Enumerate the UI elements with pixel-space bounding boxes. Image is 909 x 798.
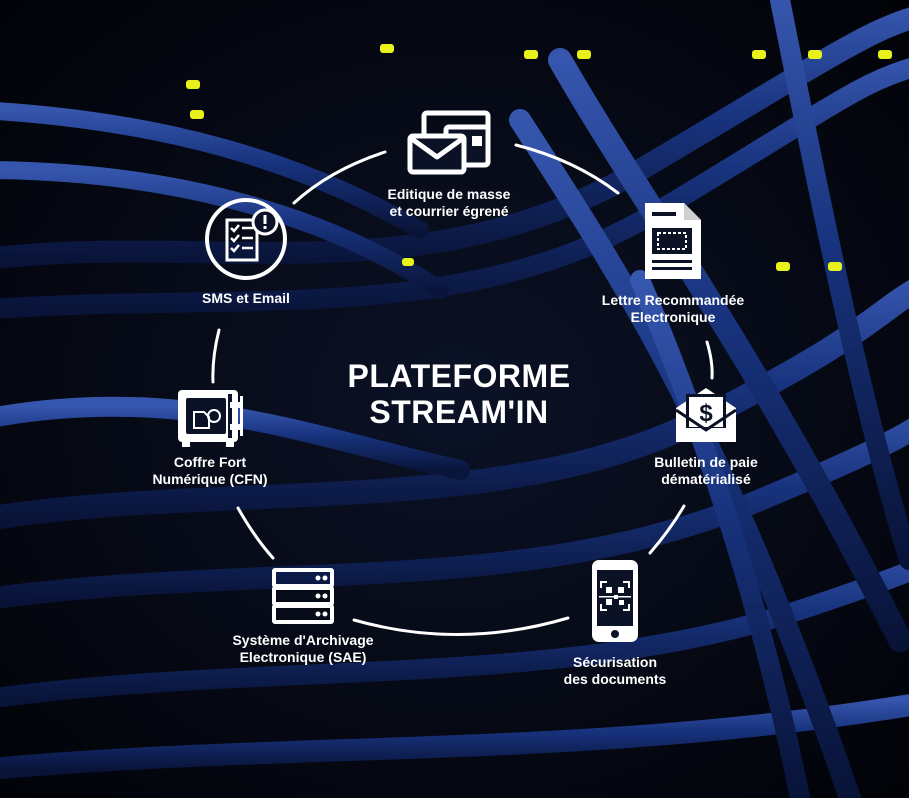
node-label: des documents <box>563 671 667 687</box>
node-label: et courrier égrené <box>389 203 509 219</box>
platform-title: PLATEFORME STREAM'IN <box>300 358 618 430</box>
node-label: Bulletin de paie <box>654 454 758 470</box>
ring-arc <box>236 506 275 560</box>
envelope-stack-icon <box>407 110 491 175</box>
node-label: Lettre Recommandée <box>601 292 745 308</box>
node-label: Numérique (CFN) <box>152 471 268 487</box>
node-label: Sécurisation <box>572 654 658 670</box>
ring-arc <box>352 616 570 636</box>
node-coffre-fort: Coffre Fort Numérique (CFN) <box>140 388 280 488</box>
node-sae: Système d'Archivage Electronique (SAE) <box>208 568 398 666</box>
ring-arc <box>705 340 714 380</box>
server-stack-icon <box>272 568 334 624</box>
node-label: Editique de masse <box>387 186 511 202</box>
node-label: dématérialisé <box>661 471 751 487</box>
ring-arc <box>292 150 387 205</box>
node-editique: Editique de masse et courrier égrené <box>364 110 534 220</box>
checklist-alert-icon <box>205 198 287 280</box>
svg-text:$: $ <box>699 400 713 427</box>
node-label: Coffre Fort <box>173 454 247 470</box>
smartphone-qr-icon <box>592 560 638 642</box>
node-label: SMS et Email <box>202 290 290 306</box>
ring-arc <box>648 504 686 555</box>
node-sms-email: SMS et Email <box>176 196 316 307</box>
node-label: Système d'Archivage <box>232 632 374 648</box>
registered-letter-icon <box>645 203 701 279</box>
node-bulletin-de-paie: $ Bulletin de paie dématérialisé <box>622 384 790 488</box>
title-line: PLATEFORME <box>347 358 571 394</box>
node-securisation: Sécurisation des documents <box>540 558 690 688</box>
payslip-envelope-icon: $ <box>675 388 737 442</box>
node-lettre-recommandee: Lettre Recommandée Electronique <box>578 200 768 326</box>
node-label: Electronique <box>630 309 716 325</box>
ring-arc <box>211 328 221 384</box>
title-line: STREAM'IN <box>369 394 549 430</box>
ring-arc <box>514 143 620 195</box>
safe-icon <box>178 390 243 447</box>
node-label: Electronique (SAE) <box>239 649 367 665</box>
